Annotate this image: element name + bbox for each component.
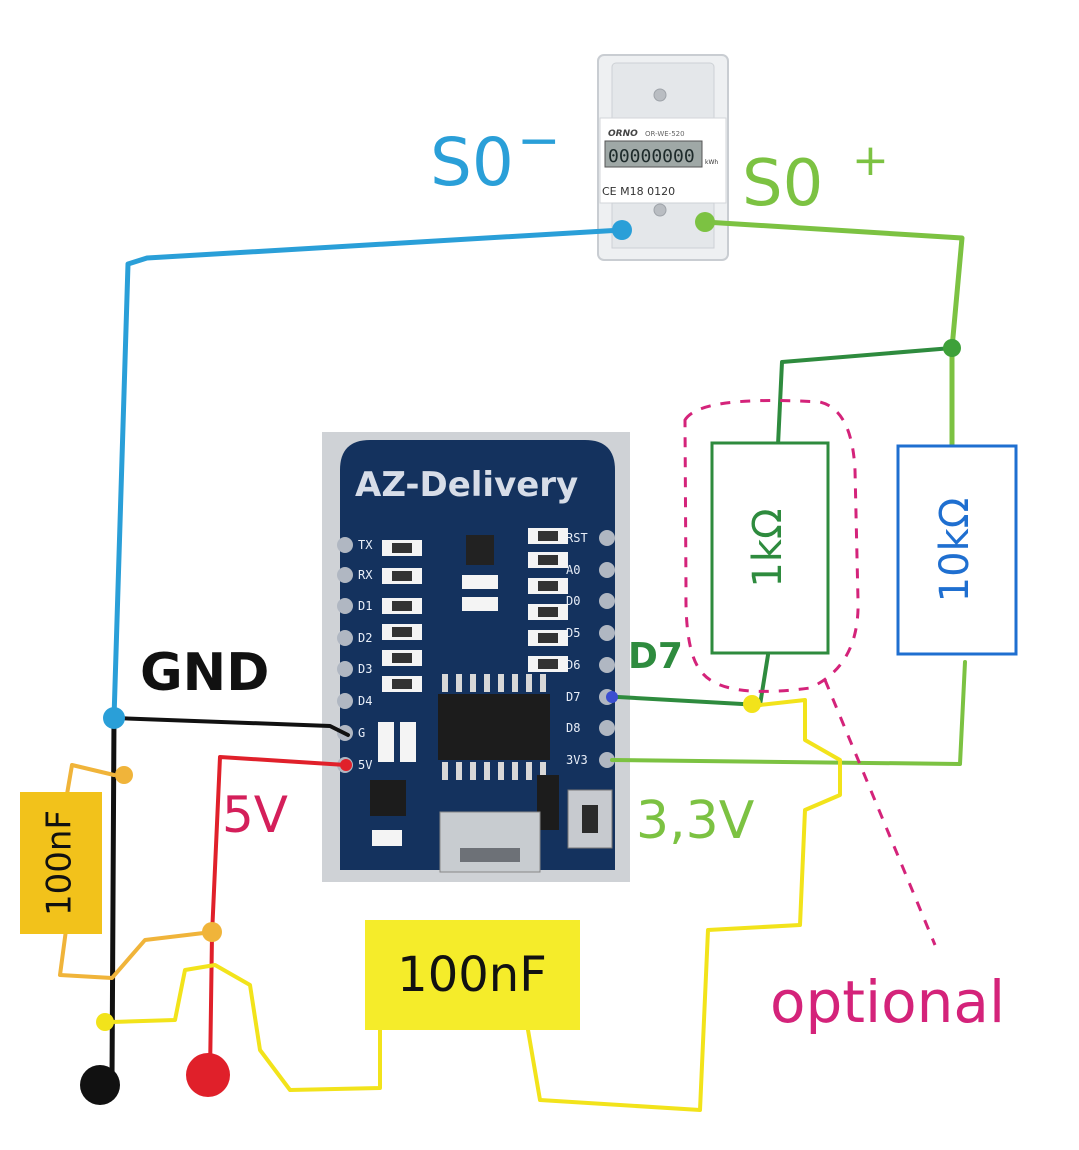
capacitor-left: 100nF	[20, 792, 102, 934]
pin-label: TX	[358, 538, 373, 552]
pin-label: D5	[566, 626, 580, 640]
five-v-label: 5V	[222, 786, 288, 844]
pin-label: D4	[358, 694, 372, 708]
s0-minus-sign: −	[517, 111, 561, 171]
pin-label: D6	[566, 658, 580, 672]
meter-certification: CE M18 0120	[602, 185, 675, 198]
capacitor-bottom: 100nF	[365, 920, 580, 1030]
capacitor-left-label: 100nF	[40, 810, 80, 916]
right-pin-header: RST A0 D0 D5 D6 D7 D8 3V3	[566, 530, 615, 768]
s0-plus-wire	[702, 219, 965, 451]
resistor-10k: 10kΩ	[896, 444, 1018, 656]
microcontroller-board: AZ-Delivery TX RX D1 D2 D3 D4 G 5V	[322, 432, 630, 882]
s0-plus-text: S0	[742, 147, 823, 221]
board-components	[370, 528, 613, 873]
board-brand: AZ-Delivery	[355, 465, 578, 505]
pin-label: A0	[566, 563, 580, 577]
pin-label: D7	[566, 690, 580, 704]
meter-display-unit: kWh	[705, 159, 718, 166]
pin-label: D1	[358, 599, 372, 613]
pin-label: D0	[566, 594, 580, 608]
capacitor-bottom-wire	[110, 698, 842, 1112]
s0-minus-text: S0	[430, 124, 514, 201]
resistor-1k-top-wire	[776, 346, 954, 447]
pin-label: D8	[566, 721, 580, 735]
d7-label: D7	[628, 636, 683, 677]
s0-plus-sign: +	[852, 135, 889, 186]
junction-dots	[96, 212, 961, 1031]
resistor-1k-label: 1kΩ	[745, 508, 791, 587]
s0-plus-label: S0 +	[742, 135, 889, 221]
pin-label: 5V	[358, 758, 372, 772]
pin-label: RX	[358, 568, 373, 582]
meter-model: OR-WE-520	[645, 130, 685, 138]
three-v3-label: 3,3V	[636, 791, 755, 851]
gnd-terminal	[80, 1065, 120, 1105]
pin-label: 3V3	[566, 753, 588, 767]
capacitor-bottom-label: 100nF	[397, 947, 547, 1003]
five-v-terminal	[186, 1053, 230, 1097]
left-pin-header: TX RX D1 D2 D3 D4 G 5V	[337, 537, 373, 773]
capacitor-left-wire	[58, 763, 214, 980]
resistor-10k-label: 10kΩ	[932, 498, 978, 603]
meter-display: 00000000	[608, 146, 695, 167]
pin-label: RST	[566, 531, 588, 545]
gnd-label: GND	[140, 643, 269, 703]
resistor-1k: 1kΩ	[710, 441, 830, 655]
optional-label: optional	[770, 968, 1005, 1036]
gnd-board-wire	[112, 716, 350, 737]
optional-outline	[683, 398, 937, 946]
meter-brand: ORNO	[608, 129, 638, 139]
s0-minus-wire	[111, 227, 625, 721]
three-v3-wire	[610, 660, 967, 766]
pin-label: D3	[358, 662, 372, 676]
s0-minus-label: S0 −	[430, 111, 561, 201]
five-v-wire	[208, 755, 348, 1077]
pin-label: G	[358, 726, 365, 740]
pin-label: D2	[358, 631, 372, 645]
